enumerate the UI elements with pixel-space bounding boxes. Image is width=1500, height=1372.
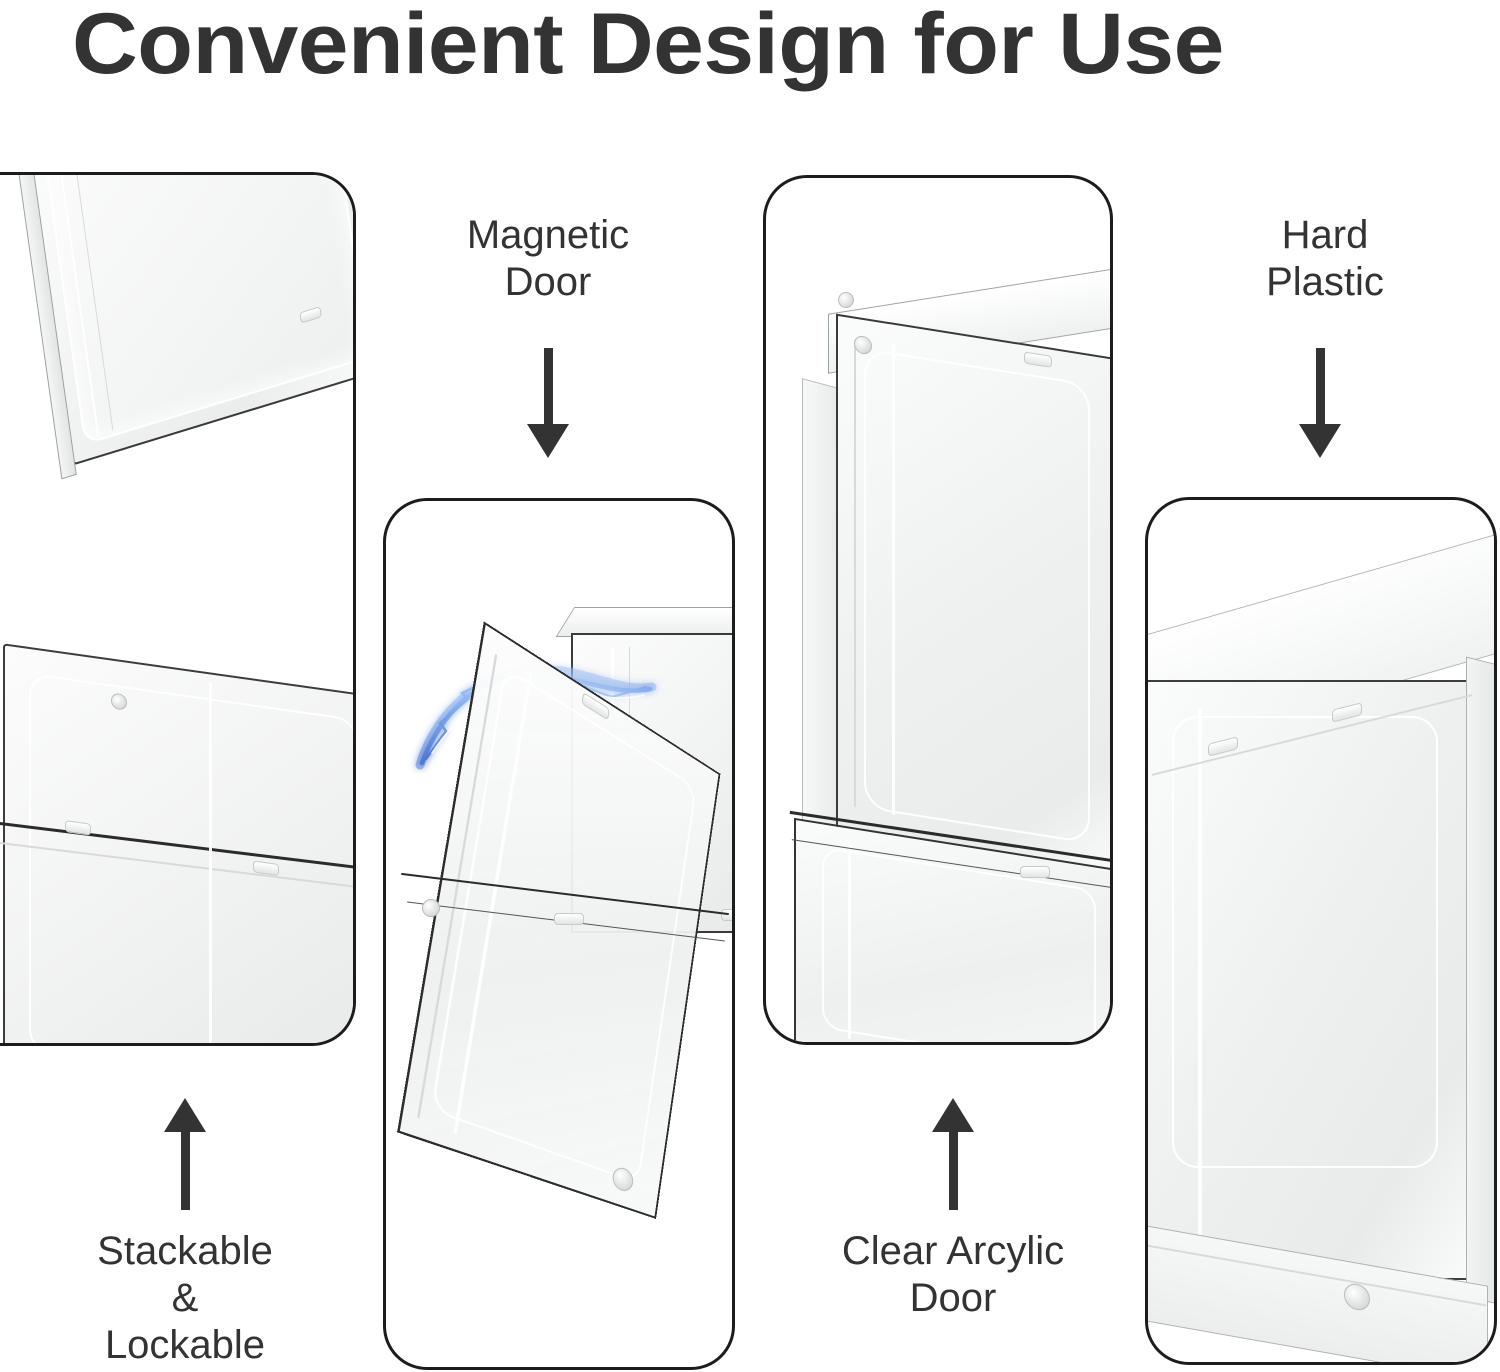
hard-plastic-inner-panel (1172, 716, 1438, 1168)
box-top-hinge-pin (838, 292, 854, 308)
hard-plastic-front-face (1148, 680, 1474, 1280)
label-magnetic-door: Magnetic Door (466, 213, 630, 305)
label-stackable-lockable: Stackable & Lockable (97, 1229, 273, 1368)
panel-stackable-lockable-image (0, 175, 353, 1043)
box-lid (14, 175, 353, 480)
label-clear-acrylic-door: Clear Arcylic Door (841, 1229, 1065, 1321)
page-title: Convenient Design for Use (72, 0, 1224, 92)
panel-stackable-lockable (0, 172, 356, 1046)
label-hard-plastic: Hard Plastic (1266, 213, 1384, 305)
acrylic-door-hinge-pin (854, 334, 872, 356)
hard-plastic-box (1148, 531, 1494, 1362)
panel-clear-acrylic-door-image (766, 178, 1110, 1042)
base-vertical-highlight (209, 682, 212, 1043)
arrow-head-icon (1299, 424, 1341, 458)
arrow-down-magnetic-door (483, 348, 613, 458)
acrylic-door-seam (854, 340, 856, 807)
arrow-shaft (180, 1130, 190, 1210)
panel-hard-plastic (1145, 497, 1497, 1365)
door-inner-panel (430, 666, 697, 1184)
panel-magnetic-door-image (386, 501, 732, 1367)
arrow-head-icon (164, 1098, 206, 1132)
panel-magnetic-door (383, 498, 735, 1370)
arrow-head-icon (527, 424, 569, 458)
acrylic-door-highlight (892, 344, 895, 816)
panel-hard-plastic-image (1148, 500, 1494, 1362)
acrylic-door-inner-panel (864, 348, 1090, 844)
tray-highlight (848, 842, 851, 1039)
acrylic-box (788, 266, 1110, 1042)
arrow-shaft (543, 348, 553, 426)
door-left-hinge-pin (422, 899, 440, 917)
acrylic-door-notch (1024, 351, 1052, 368)
arrow-shaft (948, 1130, 958, 1210)
hard-plastic-highlight (1198, 708, 1202, 1248)
arrow-shaft (1315, 348, 1325, 426)
arrow-up-clear-acrylic-door (888, 1098, 1018, 1210)
panel-clear-acrylic-door (763, 175, 1113, 1045)
box-notch (721, 909, 732, 921)
door-edge-notch (554, 913, 584, 925)
arrow-head-icon (932, 1098, 974, 1132)
tray-notch (1020, 866, 1050, 878)
hard-plastic-right-column (1466, 656, 1494, 1308)
box-base (0, 643, 353, 1043)
acrylic-door (836, 313, 1110, 879)
box-tray-inner (822, 846, 1096, 1042)
arrow-down-hard-plastic (1255, 348, 1385, 458)
arrow-up-stackable-lockable (120, 1098, 250, 1210)
